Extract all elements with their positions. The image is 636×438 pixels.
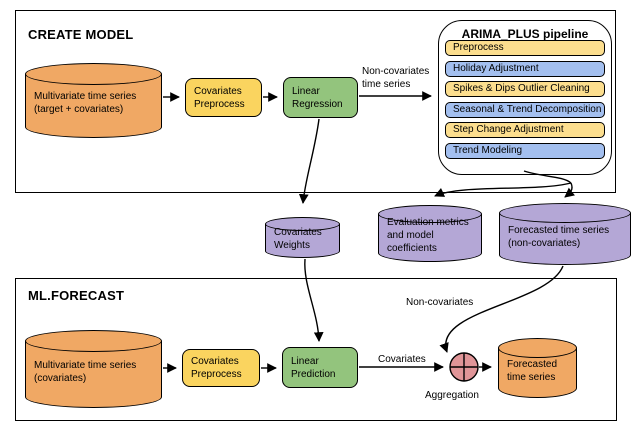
multivariate-covariates-cylinder: Multivariate time series (covariates)	[25, 330, 162, 408]
arima-plus-pipeline-box: ARIMA_PLUS pipeline Preprocess Holiday A…	[438, 20, 612, 175]
cylinder-label: Multivariate time series (target + covar…	[34, 63, 160, 138]
cylinder-label-line: Forecasted time series	[508, 224, 610, 236]
pipeline-step-seasonal-trend-decomp: Seasonal & Trend Decomposition	[445, 101, 605, 118]
cylinder-top-ellipse	[378, 205, 482, 223]
covariates-preprocess-box-top: Covariates Preprocess	[185, 78, 262, 117]
ml-forecast-title: ML.FORECAST	[28, 288, 125, 303]
non-covariates-edge-label: Non-covariates	[406, 297, 474, 308]
cylinder-label-line: (non-covariates)	[508, 237, 581, 249]
covariates-edge-label: Covariates	[378, 354, 426, 365]
pipeline-step-preprocess: Preprocess	[445, 40, 605, 56]
cylinder-top-ellipse	[499, 203, 631, 223]
pipeline-step-trend-modeling: Trend Modeling	[445, 142, 605, 159]
linear-prediction-box: Linear Prediction	[282, 347, 358, 388]
cylinder-top-ellipse	[265, 217, 340, 231]
cylinder-label: Covariates Weights	[274, 217, 338, 258]
cylinder-label-line: Forecasted	[507, 358, 558, 370]
covariates-weights-cylinder: Covariates Weights	[265, 217, 340, 258]
linear-regression-box: Linear Regression	[283, 77, 358, 118]
aggregation-label: Aggregation	[425, 390, 479, 401]
cylinder-label-line: (covariates)	[34, 372, 87, 384]
covariates-preprocess-box-bottom: Covariates Preprocess	[182, 349, 260, 387]
cylinder-label-line: Multivariate time series	[34, 91, 137, 103]
pipeline-title: ARIMA_PLUS pipeline	[461, 27, 589, 41]
cylinder-label-line: Multivariate time series	[34, 359, 137, 371]
box-label-line: Regression	[292, 98, 343, 110]
box-label-line: Preprocess	[191, 369, 242, 380]
box-label-line: Linear	[291, 355, 319, 367]
box-label-line: Linear	[292, 85, 320, 97]
pipeline-step-spikes-dips-cleaning: Spikes & Dips Outlier Cleaning	[445, 81, 605, 97]
cylinder-top-ellipse	[25, 63, 162, 85]
cylinder-label: Multivariate time series (covariates)	[34, 330, 160, 408]
edge-label-line: time series	[362, 79, 411, 90]
forecasted-time-series-cylinder: Forecasted time series	[498, 338, 577, 398]
box-label-line: Covariates	[191, 356, 239, 367]
pipeline-step-step-change-adjust: Step Change Adjustment	[445, 122, 605, 138]
box-label-line: Covariates	[194, 85, 242, 97]
pipeline-step-holiday-adjustment: Holiday Adjustment	[445, 60, 605, 77]
forecasted-non-covariates-cylinder: Forecasted time series (non-covariates)	[499, 203, 631, 265]
cylinder-label-line: (target + covariates)	[34, 104, 124, 116]
cylinder-label: Evaluation metrics and model coefficient…	[387, 205, 480, 262]
cylinder-body	[25, 341, 162, 408]
edge-label-line: Non-covariates	[362, 66, 430, 77]
cylinder-label-line: Weights	[274, 240, 310, 252]
cylinder-label-line: and model	[387, 230, 434, 242]
cylinder-label: Forecasted time series	[507, 338, 575, 398]
box-label-line: Prediction	[291, 368, 336, 380]
multivariate-target-cylinder: Multivariate time series (target + covar…	[25, 63, 162, 138]
cylinder-label-line: Covariates	[274, 227, 322, 239]
non-covariates-timeseries-edge-label: Non-covariates time series	[362, 65, 429, 91]
cylinder-label-line: coefficients	[387, 243, 437, 255]
create-model-title: CREATE MODEL	[28, 27, 134, 42]
cylinder-label-line: time series	[507, 371, 556, 383]
box-label-line: Preprocess	[194, 98, 245, 110]
evaluation-metrics-cylinder: Evaluation metrics and model coefficient…	[378, 205, 482, 262]
cylinder-top-ellipse	[25, 330, 162, 352]
cylinder-label-line: Evaluation metrics	[387, 217, 469, 229]
cylinder-label: Forecasted time series (non-covariates)	[508, 203, 629, 265]
